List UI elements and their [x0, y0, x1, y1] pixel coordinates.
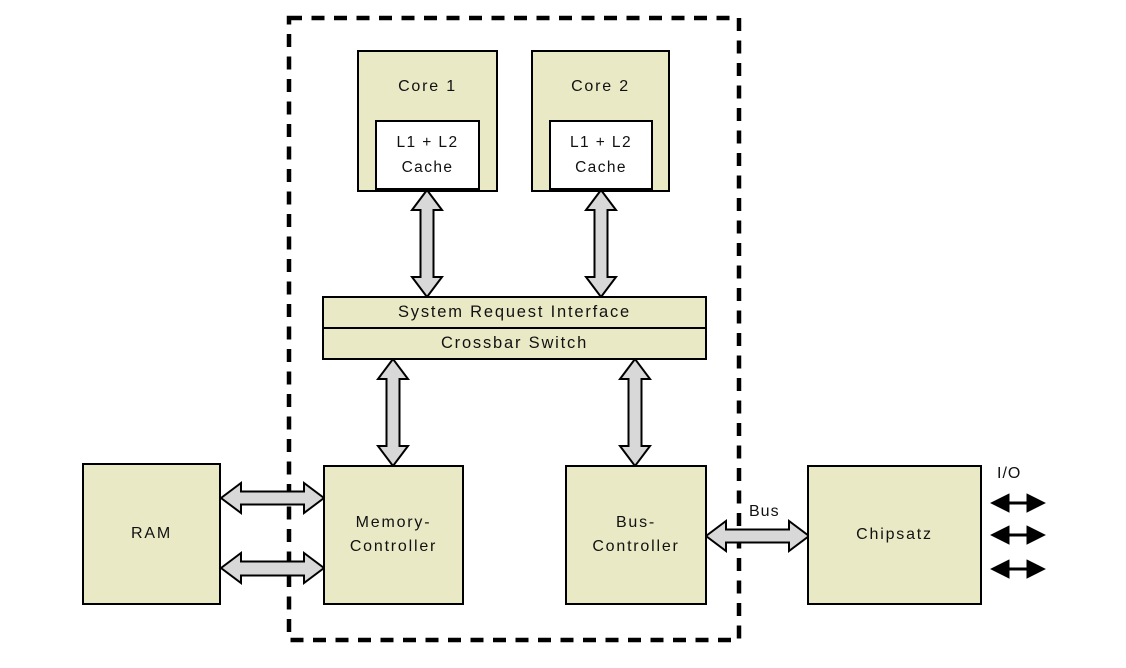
arrow-ram-memory-controller-lower [219, 551, 326, 585]
chipsatz-block: Chipsatz [807, 465, 982, 605]
memory-controller-block: Memory- Controller [323, 465, 464, 605]
bus-controller-line1: Bus- [615, 514, 657, 531]
core2-cache-block: L1 + L2 Cache [549, 120, 653, 190]
arrow-ram-memory-controller-upper [219, 481, 326, 515]
core1-cache-line1: L1 + L2 [396, 134, 459, 151]
crossbar-switch-block: Crossbar Switch [324, 327, 705, 358]
ram-label: RAM [131, 525, 172, 542]
core2-label: Core 2 [571, 78, 630, 95]
io-label: I/O [997, 465, 1022, 482]
sri-crossbar-stack: System Request Interface Crossbar Switch [322, 296, 707, 360]
core1-cache-line2: Cache [401, 159, 454, 176]
system-request-interface-label: System Request Interface [397, 303, 632, 321]
arrow-cache1-sri [410, 188, 444, 299]
arrow-crossbar-bus-controller [618, 357, 652, 468]
bus-controller-line2: Controller [592, 538, 680, 555]
ram-block: RAM [82, 463, 221, 605]
core1-label: Core 1 [398, 78, 457, 95]
cpu-die-dashed-boundary [286, 15, 742, 643]
memory-controller-line1: Memory- [355, 514, 432, 531]
chipsatz-label: Chipsatz [856, 526, 933, 543]
core2-cache-line1: L1 + L2 [570, 134, 632, 151]
bus-controller-block: Bus- Controller [565, 465, 707, 605]
core1-cache-block: L1 + L2 Cache [375, 120, 480, 190]
crossbar-switch-label: Crossbar Switch [440, 334, 589, 352]
system-request-interface-block: System Request Interface [324, 298, 705, 327]
core2-cache-line2: Cache [575, 159, 627, 176]
arrow-crossbar-memory-controller [376, 357, 410, 468]
bus-label: Bus [749, 503, 780, 520]
memory-controller-line2: Controller [349, 538, 438, 555]
arrow-cache2-sri [584, 188, 618, 299]
arrow-bus-controller-chipsatz [704, 519, 811, 553]
